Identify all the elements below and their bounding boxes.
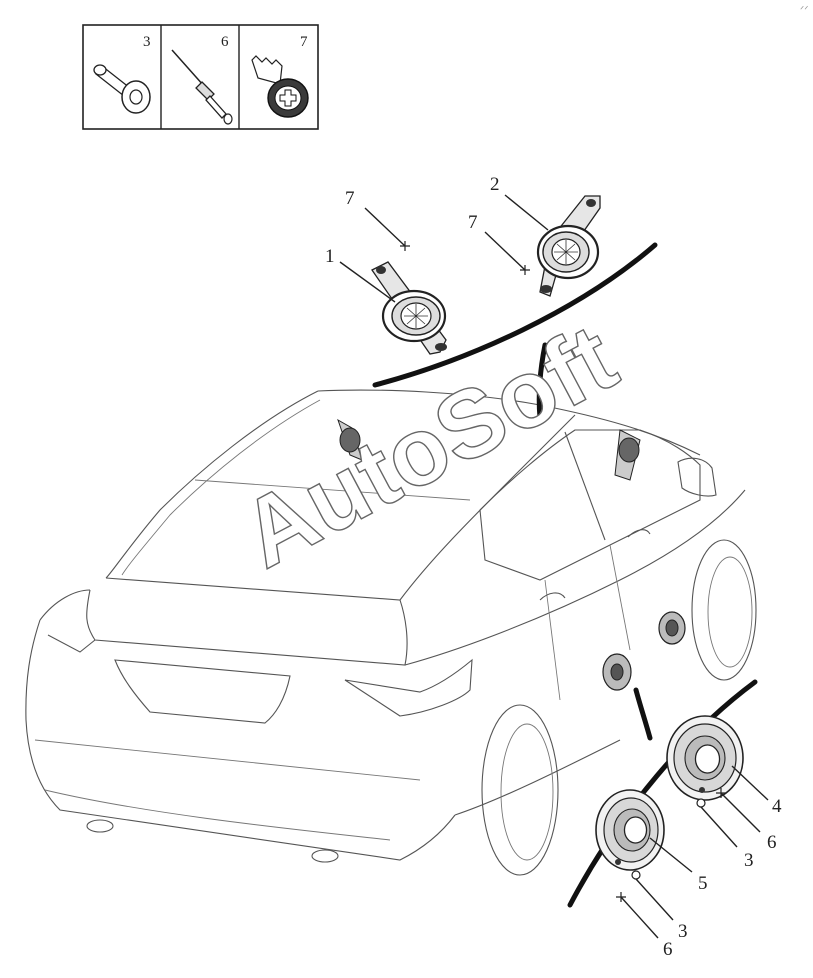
- callout-clip-front: 3: [744, 850, 754, 871]
- tweeter-left: [371, 261, 447, 355]
- callout-door-speaker-rear: 5: [698, 873, 708, 894]
- callout-clip-rear: 3: [678, 921, 688, 942]
- callout-tweeter-right: 2: [490, 174, 500, 195]
- rear-door-speaker-location: [602, 653, 632, 691]
- fastener-legend: 3 6 7: [82, 24, 319, 130]
- tweeter-callout-arc: [372, 242, 658, 388]
- callout-rivet-rear: 6: [663, 939, 673, 960]
- legend-label-clip: 3: [143, 34, 151, 50]
- screw-icon: [251, 55, 309, 118]
- clip-rear-marker: [631, 870, 641, 880]
- rear-tweeter-location: [337, 418, 363, 461]
- front-door-speaker-location: [658, 611, 686, 645]
- callout-tweeter-left: 1: [325, 246, 335, 267]
- legend-label-screw: 7: [300, 34, 308, 50]
- door-speaker-leader-line: [633, 687, 653, 741]
- rivet-icon: [171, 49, 233, 125]
- door-speaker-front: [666, 715, 744, 801]
- callout-door-speaker-front: 4: [772, 796, 782, 817]
- callout-rivet-front: 6: [767, 832, 777, 853]
- push-pin-clip-icon: [93, 64, 151, 114]
- tweeter-right: [536, 195, 601, 297]
- car-outline: [25, 389, 757, 876]
- front-tweeter-location: [614, 429, 641, 481]
- corner-mark: ᐟᐟ: [800, 5, 808, 16]
- door-speaker-rear: [595, 789, 665, 871]
- callout-screw-left: 7: [345, 188, 355, 209]
- callout-screw-right: 7: [468, 212, 478, 233]
- legend-label-rivet: 6: [221, 34, 229, 50]
- door-speaker-callout-arc: [567, 679, 758, 908]
- tweeter-leader-line: [536, 342, 548, 421]
- clip-front-marker: [696, 798, 706, 808]
